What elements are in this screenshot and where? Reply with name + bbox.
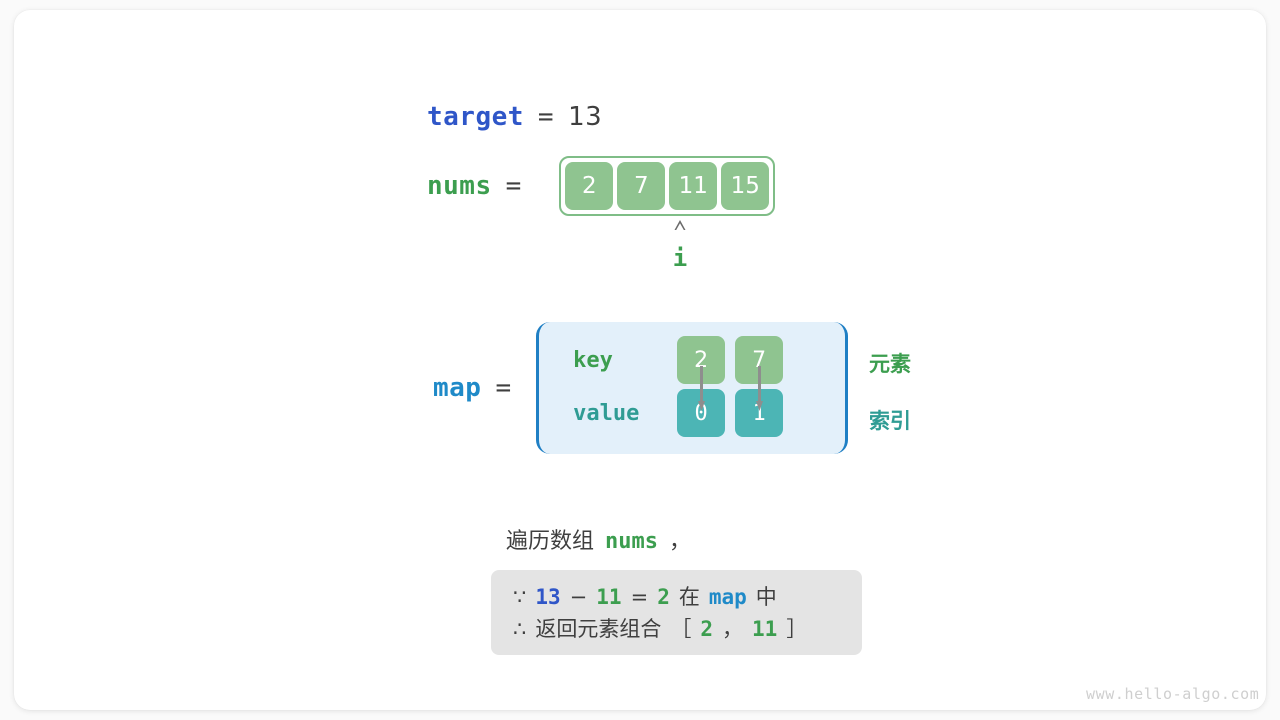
conclusion-map-ref: map xyxy=(708,585,747,609)
caption-suffix: ， xyxy=(669,529,692,554)
conclusion-line-2: ∴ 返回元素组合 ［ 2 ， 11 ］ xyxy=(513,613,840,645)
map-value-cell: 1 xyxy=(735,389,784,437)
site-watermark: www.hello-algo.com xyxy=(1086,685,1260,703)
legend-index-label: 索引 xyxy=(869,409,911,433)
map-key-cell: 2 xyxy=(677,336,726,384)
caret-up-icon xyxy=(660,218,700,232)
legend-element-label: 元素 xyxy=(869,352,911,376)
map-legend: 元素 索引 xyxy=(869,348,911,435)
nums-variable-label: nums xyxy=(427,171,492,201)
illustration-card: target = 13 nums = 2 7 11 15 i map = key… xyxy=(14,10,1266,710)
result-value-first: 2 xyxy=(700,617,714,641)
nums-array-container: 2 7 11 15 xyxy=(559,156,776,216)
result-left-bracket: ［ xyxy=(670,617,692,641)
because-symbol: ∵ xyxy=(513,585,527,609)
array-cell: 2 xyxy=(565,162,614,210)
caption-code-nums: nums xyxy=(605,529,658,554)
array-cell: 7 xyxy=(617,162,666,210)
conclusion-mid-text: 在 xyxy=(678,585,700,609)
conclusion-complement: 2 xyxy=(657,585,670,609)
map-container: key value 2 0 7 1 xyxy=(536,322,849,454)
pointer-label: i xyxy=(672,244,688,272)
result-value-second: 11 xyxy=(752,617,778,641)
map-key-cell: 7 xyxy=(735,336,784,384)
array-cell: 15 xyxy=(721,162,770,210)
target-value: 13 xyxy=(568,102,603,132)
conclusion-box: ∵ 13 − 11 = 2 在 map 中 ∴ 返回元素组合 ［ 2 ， 11 … xyxy=(491,570,862,655)
result-comma: ， xyxy=(722,617,744,641)
target-assignment-row: target = 13 xyxy=(427,102,602,132)
nums-equals-sign: = xyxy=(505,171,522,201)
target-equals-sign: = xyxy=(537,102,555,132)
caption-prefix: 遍历数组 xyxy=(506,529,595,554)
map-value-cell: 0 xyxy=(677,389,726,437)
map-entry: 7 1 xyxy=(735,336,784,437)
map-assignment-row: map = key value 2 0 7 1 xyxy=(433,322,849,454)
map-key-row-label: key xyxy=(573,348,613,373)
minus-operator: − xyxy=(569,585,588,609)
map-variable-label: map xyxy=(433,373,482,403)
map-value-row-label: value xyxy=(573,401,640,426)
result-right-bracket: ］ xyxy=(786,617,808,641)
therefore-symbol: ∴ xyxy=(513,617,527,641)
equals-operator: = xyxy=(630,585,649,609)
array-cell: 11 xyxy=(669,162,718,210)
map-equals-sign: = xyxy=(495,373,512,403)
conclusion-result-text: 返回元素组合 xyxy=(535,617,662,641)
conclusion-tail-text: 中 xyxy=(755,585,777,609)
conclusion-line-1: ∵ 13 − 11 = 2 在 map 中 xyxy=(513,581,840,613)
caption-text: 遍历数组 nums ， xyxy=(506,523,691,555)
nums-assignment-row: nums = 2 7 11 15 xyxy=(427,156,776,216)
map-entry: 2 0 xyxy=(677,336,726,437)
conclusion-current-element: 11 xyxy=(596,585,622,609)
target-variable-label: target xyxy=(427,102,524,132)
conclusion-target-value: 13 xyxy=(535,585,561,609)
index-pointer: i xyxy=(660,218,700,272)
